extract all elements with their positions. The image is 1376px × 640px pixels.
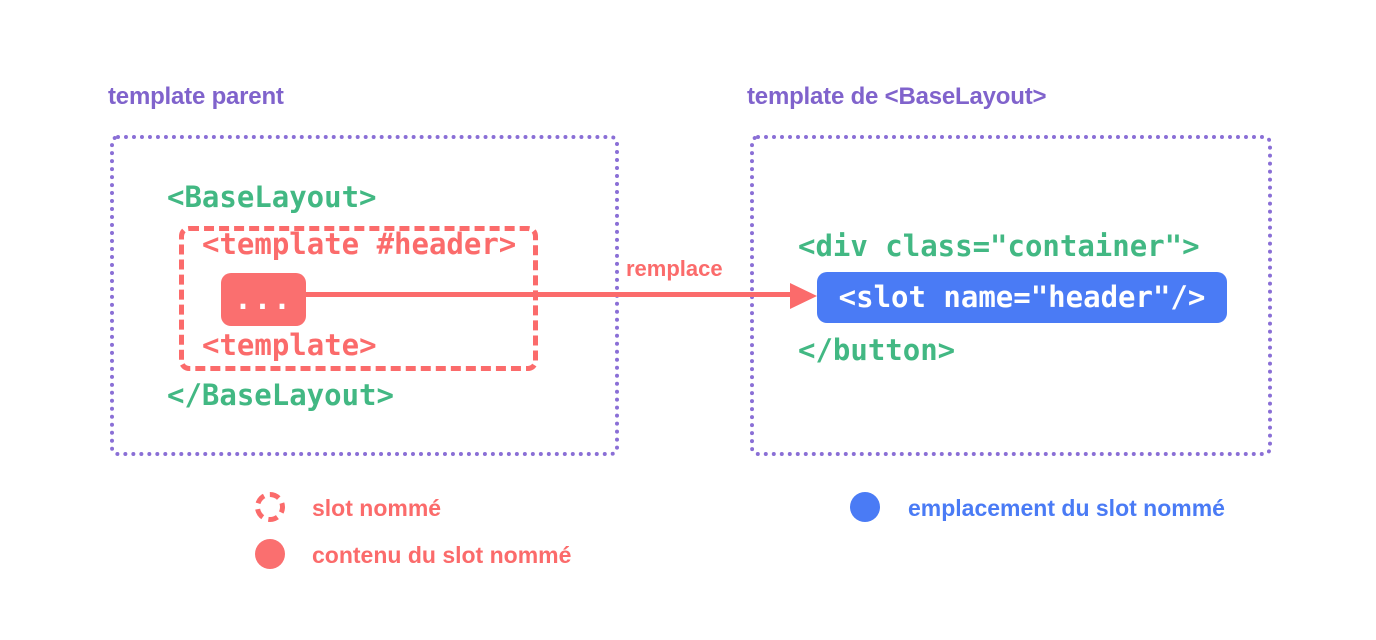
legend-slot-placement-label: emplacement du slot nommé <box>908 495 1225 521</box>
code-div-container-open: <div class="container"> <box>798 229 1200 263</box>
legend-slot-content-label: contenu du slot nommé <box>312 542 572 568</box>
code-template-header-open: <template #header> <box>202 227 517 261</box>
replace-arrow-line <box>305 292 792 297</box>
code-slot-name-header: <slot name="header"/> <box>838 280 1206 314</box>
legend-named-slot-label: slot nommé <box>312 495 442 521</box>
code-template-close: <template> <box>202 328 377 362</box>
named-slot-dashed-box <box>179 226 538 371</box>
replace-arrow-label: remplace <box>626 256 723 281</box>
replace-arrow-head-icon <box>790 283 817 309</box>
right-panel-title: template de <BaseLayout> <box>747 83 1047 110</box>
code-baselayout-open: <BaseLayout> <box>167 180 377 214</box>
solid-red-circle-icon <box>255 539 285 569</box>
solid-blue-circle-icon <box>850 492 880 522</box>
slot-placement-chip: <slot name="header"/> <box>817 272 1227 323</box>
code-button-close: </button> <box>798 333 956 367</box>
dashed-red-circle-icon <box>255 492 285 522</box>
left-panel-title: template parent <box>108 83 284 110</box>
code-baselayout-close: </BaseLayout> <box>167 378 394 412</box>
slot-content-ellipsis: ... <box>234 282 293 316</box>
slot-content-chip: ... <box>221 273 306 326</box>
